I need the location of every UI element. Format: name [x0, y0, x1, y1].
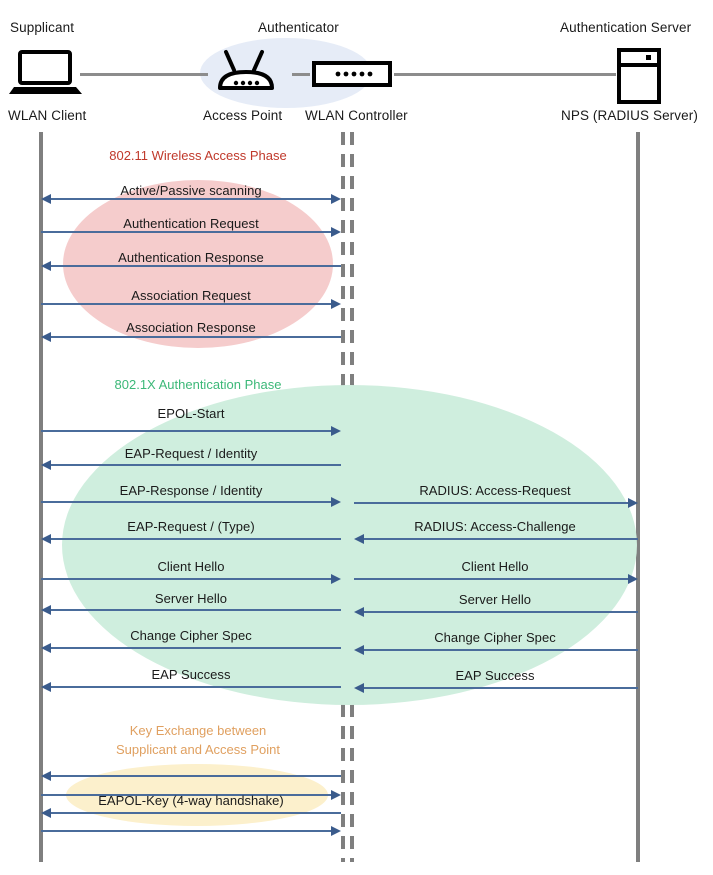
arrow-head-left-6-end	[41, 460, 51, 470]
arrow-head-right-5-end	[354, 683, 364, 693]
arrow-head-left-7-end	[331, 497, 341, 507]
message-label-left-5: EPOL-Start	[157, 406, 225, 421]
message-label-left-10: Server Hello	[154, 591, 228, 606]
arrow-head-left-11-end	[41, 643, 51, 653]
arrow-head-left-2-end	[41, 261, 51, 271]
arrow-head-left-0-start	[41, 194, 51, 204]
message-arrow-right-0	[354, 502, 636, 504]
message-label-left-11: Change Cipher Spec	[130, 628, 252, 643]
message-label-left-15: EAPOL-Key (4-way handshake)	[98, 793, 284, 808]
device-label-wlan-controller: WLAN Controller	[305, 108, 408, 123]
arrow-head-left-8-end	[41, 534, 51, 544]
message-label-left-12: EAP Success	[151, 667, 231, 682]
message-arrow-right-4	[364, 649, 638, 651]
device-label-access-point: Access Point	[203, 108, 283, 123]
message-arrow-right-3	[364, 611, 638, 613]
message-label-left-2: Authentication Response	[118, 250, 264, 265]
phase-ellipse-802-11	[63, 180, 333, 348]
actor-role-authenticator: Authenticator	[258, 20, 339, 35]
message-arrow-left-4	[51, 336, 341, 338]
message-arrow-left-14	[41, 794, 339, 796]
arrow-head-right-3-end	[354, 607, 364, 617]
arrow-head-left-3-end	[331, 299, 341, 309]
message-label-right-5: EAP Success	[455, 668, 535, 683]
lifeline-supplicant	[39, 132, 43, 862]
message-arrow-left-13	[51, 775, 341, 777]
wire-controller-to-server	[394, 73, 616, 76]
message-label-left-6: EAP-Request / Identity	[124, 446, 258, 461]
actor-role-authentication-server: Authentication Server	[560, 20, 692, 35]
message-label-right-0: RADIUS: Access-Request	[419, 483, 571, 498]
message-label-left-7: EAP-Response / Identity	[119, 483, 263, 498]
message-label-left-9: Client Hello	[157, 559, 225, 574]
device-label-nps-radius-server: NPS (RADIUS Server)	[561, 108, 698, 123]
phase-caption-key-exchange-line2: Supplicant and Access Point	[115, 742, 281, 757]
message-arrow-left-0	[51, 198, 339, 200]
message-arrow-left-11	[51, 647, 341, 649]
message-arrow-left-7	[41, 501, 339, 503]
message-label-left-8: EAP-Request / (Type)	[127, 519, 255, 534]
message-label-left-4: Association Response	[126, 320, 256, 335]
message-arrow-right-5	[364, 687, 638, 689]
message-label-right-1: RADIUS: Access-Challenge	[414, 519, 576, 534]
arrow-head-right-2-end	[628, 574, 638, 584]
message-arrow-right-1	[364, 538, 638, 540]
arrow-head-left-5-end	[331, 426, 341, 436]
message-arrow-left-12	[51, 686, 341, 688]
message-arrow-left-9	[41, 578, 339, 580]
message-arrow-left-15	[51, 812, 341, 814]
arrow-head-left-16-end	[331, 826, 341, 836]
arrow-head-left-14-end	[331, 790, 341, 800]
arrow-head-left-10-end	[41, 605, 51, 615]
message-arrow-left-6	[51, 464, 341, 466]
arrow-head-left-15-end	[41, 808, 51, 818]
message-arrow-left-16	[41, 830, 339, 832]
message-arrow-left-5	[41, 430, 339, 432]
phase-caption-802-1x: 802.1X Authentication Phase	[114, 377, 282, 392]
wlan-controller-icon	[312, 61, 392, 87]
message-arrow-left-10	[51, 609, 341, 611]
arrow-head-left-12-end	[41, 682, 51, 692]
arrow-head-left-13-end	[41, 771, 51, 781]
message-arrow-left-8	[51, 538, 341, 540]
message-label-left-3: Association Request	[131, 288, 251, 303]
wire-client-to-ap	[80, 73, 208, 76]
message-label-left-1: Authentication Request	[123, 216, 259, 231]
arrow-head-left-4-end	[41, 332, 51, 342]
phase-ellipse-802-1x	[62, 385, 637, 705]
laptop-icon	[9, 50, 82, 96]
actor-role-supplicant: Supplicant	[10, 20, 75, 35]
arrow-head-left-1-end	[331, 227, 341, 237]
arrow-head-right-0-end	[628, 498, 638, 508]
arrow-head-left-0-end	[331, 194, 341, 204]
message-label-right-2: Client Hello	[461, 559, 529, 574]
device-label-wlan-client: WLAN Client	[8, 108, 87, 123]
message-arrow-right-2	[354, 578, 636, 580]
arrow-head-left-9-end	[331, 574, 341, 584]
wire-ap-to-controller	[292, 73, 310, 76]
arrow-head-right-1-end	[354, 534, 364, 544]
message-arrow-left-3	[41, 303, 339, 305]
server-icon	[616, 48, 662, 104]
message-arrow-left-2	[51, 265, 341, 267]
message-arrow-left-1	[41, 231, 339, 233]
message-label-left-0: Active/Passive scanning	[120, 183, 262, 198]
access-point-icon	[212, 48, 280, 98]
phase-caption-802-11: 802.11 Wireless Access Phase	[109, 148, 287, 163]
message-label-right-4: Change Cipher Spec	[434, 630, 556, 645]
phase-caption-key-exchange-line1: Key Exchange between	[129, 723, 267, 738]
lifeline-auth-server	[636, 132, 640, 862]
message-label-right-3: Server Hello	[458, 592, 532, 607]
arrow-head-right-4-end	[354, 645, 364, 655]
